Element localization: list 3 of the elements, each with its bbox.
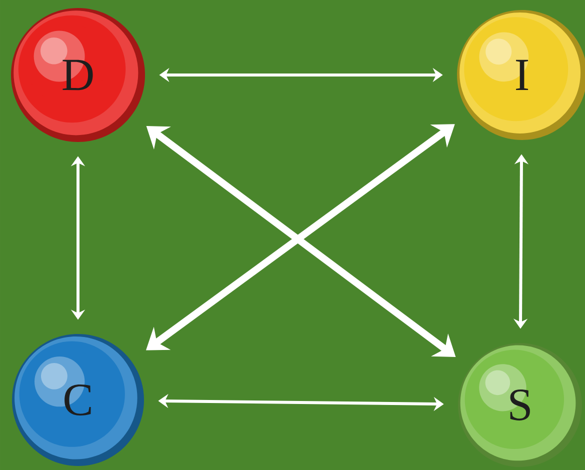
letter-ball: C [12, 334, 144, 466]
letter-ball: S [458, 342, 582, 467]
letter-ball: D [11, 8, 145, 142]
